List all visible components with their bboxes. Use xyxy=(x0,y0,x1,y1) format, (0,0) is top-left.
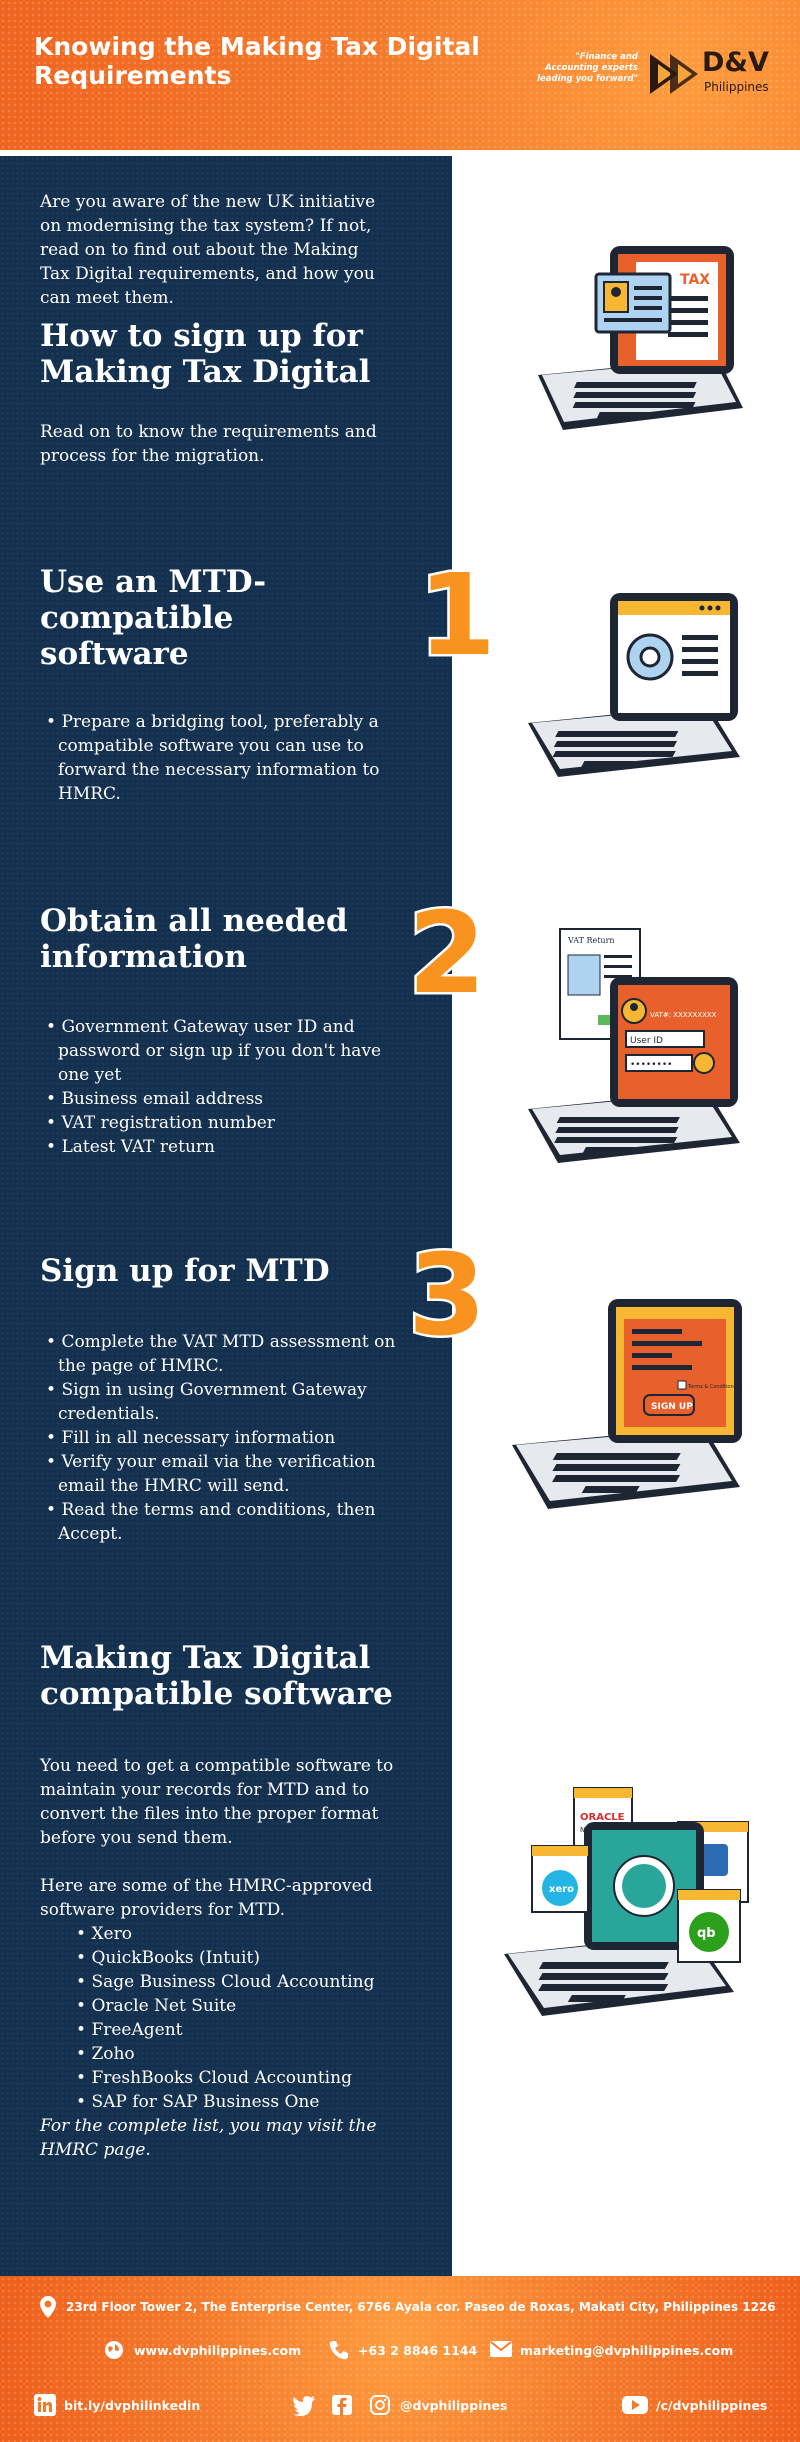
intro-heading: How to sign up for Making Tax Digital xyxy=(40,318,371,390)
step-1-number: 1 xyxy=(416,551,499,681)
software-brands-illustration: ORACLE NET xero qb xyxy=(504,1787,749,2016)
software-intro: You need to get a compatible software to… xyxy=(40,1756,394,1848)
list-item: Xero xyxy=(76,1922,420,1946)
phone-number[interactable]: +63 2 8846 1144 xyxy=(358,2343,478,2358)
step-2-list: Government Gateway user ID and password … xyxy=(40,1015,400,1159)
list-item: FreshBooks Cloud Accounting xyxy=(76,2066,420,2090)
list-item: Prepare a bridging tool, preferably a co… xyxy=(40,710,400,806)
globe-icon xyxy=(105,2341,123,2359)
social-handle[interactable]: @dvphilippines xyxy=(400,2398,508,2413)
vat-return-label: VAT Return xyxy=(567,936,615,945)
linkedin-link[interactable]: bit.ly/dvphilinkedin xyxy=(64,2398,201,2413)
software-provider-list: Xero QuickBooks (Intuit) Sage Business C… xyxy=(40,1922,420,2114)
list-item: Business email address xyxy=(40,1087,400,1111)
software-heading: Making Tax Digital compatible software xyxy=(40,1640,393,1712)
footer-address: 23rd Floor Tower 2, The Enterprise Cente… xyxy=(66,2300,776,2314)
list-item: Latest VAT return xyxy=(40,1135,400,1159)
list-item: Verify your email via the verification e… xyxy=(40,1450,400,1498)
list-item: VAT registration number xyxy=(40,1111,400,1135)
oracle-logo: ORACLE xyxy=(580,1812,625,1823)
tax-laptop-illustration: TAX xyxy=(538,246,743,430)
tagline: "Finance and Accounting experts leading … xyxy=(537,52,638,84)
list-item: Sage Business Cloud Accounting xyxy=(76,1970,420,1994)
step-3-number: 3 xyxy=(406,1231,489,1361)
list-item: SAP for SAP Business One xyxy=(76,2090,420,2114)
page-title: Knowing the Making Tax Digital Requireme… xyxy=(34,32,480,90)
step-1-list: Prepare a bridging tool, preferably a co… xyxy=(40,710,400,806)
company-logo[interactable]: D&V Philippines xyxy=(648,47,769,98)
software-lead: Here are some of the HMRC-approved softw… xyxy=(40,1876,373,1920)
list-item: Zoho xyxy=(76,2042,420,2066)
user-id-label: User ID xyxy=(630,1036,663,1046)
step-3-list: Complete the VAT MTD assessment on the p… xyxy=(40,1330,400,1546)
intro-text: Are you aware of the new UK initiative o… xyxy=(40,192,376,308)
list-item: Sign in using Government Gateway credent… xyxy=(40,1378,400,1426)
logo-arrow-icon xyxy=(650,54,698,94)
step-2-number: 2 xyxy=(406,889,489,1019)
software-laptop-illustration xyxy=(528,593,740,777)
header-banner: Knowing the Making Tax Digital Requireme… xyxy=(0,0,800,150)
intro-subtext: Read on to know the requirements and pro… xyxy=(40,422,377,466)
email-link[interactable]: marketing@dvphilippines.com xyxy=(520,2343,734,2358)
quickbooks-logo: qb xyxy=(697,1926,716,1941)
header-divider xyxy=(0,150,800,156)
list-item: FreeAgent xyxy=(76,2018,420,2042)
login-laptop-illustration: VAT Return VAT#: XXXXXXXXX User ID •••••… xyxy=(528,928,740,1163)
list-item: QuickBooks (Intuit) xyxy=(76,1946,420,1970)
sign-up-label: SIGN UP xyxy=(651,1402,693,1412)
signup-laptop-illustration: Terms & Conditions SIGN UP xyxy=(512,1299,742,1509)
logo-subtext: Philippines xyxy=(704,80,769,94)
instagram-icon[interactable] xyxy=(370,2395,390,2415)
youtube-icon[interactable] xyxy=(622,2396,648,2414)
vat-number-label: VAT#: XXXXXXXXX xyxy=(650,1011,717,1019)
xero-logo: xero xyxy=(549,1884,574,1895)
list-item: Complete the VAT MTD assessment on the p… xyxy=(40,1330,400,1378)
step-3-heading: Sign up for MTD xyxy=(40,1253,330,1289)
terms-label: Terms & Conditions xyxy=(687,1384,737,1390)
linkedin-icon xyxy=(34,2394,56,2416)
youtube-link[interactable]: /c/dvphilippines xyxy=(656,2398,768,2413)
twitter-icon[interactable] xyxy=(292,2396,316,2416)
phone-icon xyxy=(329,2341,348,2360)
software-note: For the complete list, you may visit the… xyxy=(40,2116,377,2160)
location-pin-icon xyxy=(40,2296,56,2318)
password-mask: •••••••• xyxy=(630,1060,672,1070)
footer xyxy=(0,2276,800,2442)
website-link[interactable]: www.dvphilippines.com xyxy=(134,2343,302,2358)
facebook-icon[interactable] xyxy=(332,2395,352,2415)
list-item: Government Gateway user ID and password … xyxy=(40,1015,400,1087)
list-item: Fill in all necessary information xyxy=(40,1426,400,1450)
tax-label: TAX xyxy=(680,272,710,288)
step-1-heading: Use an MTD-compatible software xyxy=(40,564,267,672)
list-item: Oracle Net Suite xyxy=(76,1994,420,2018)
list-item: Read the terms and conditions, then Acce… xyxy=(40,1498,400,1546)
step-2-heading: Obtain all needed information xyxy=(40,903,348,975)
logo-text: D&V xyxy=(702,47,769,78)
email-icon xyxy=(490,2341,512,2357)
